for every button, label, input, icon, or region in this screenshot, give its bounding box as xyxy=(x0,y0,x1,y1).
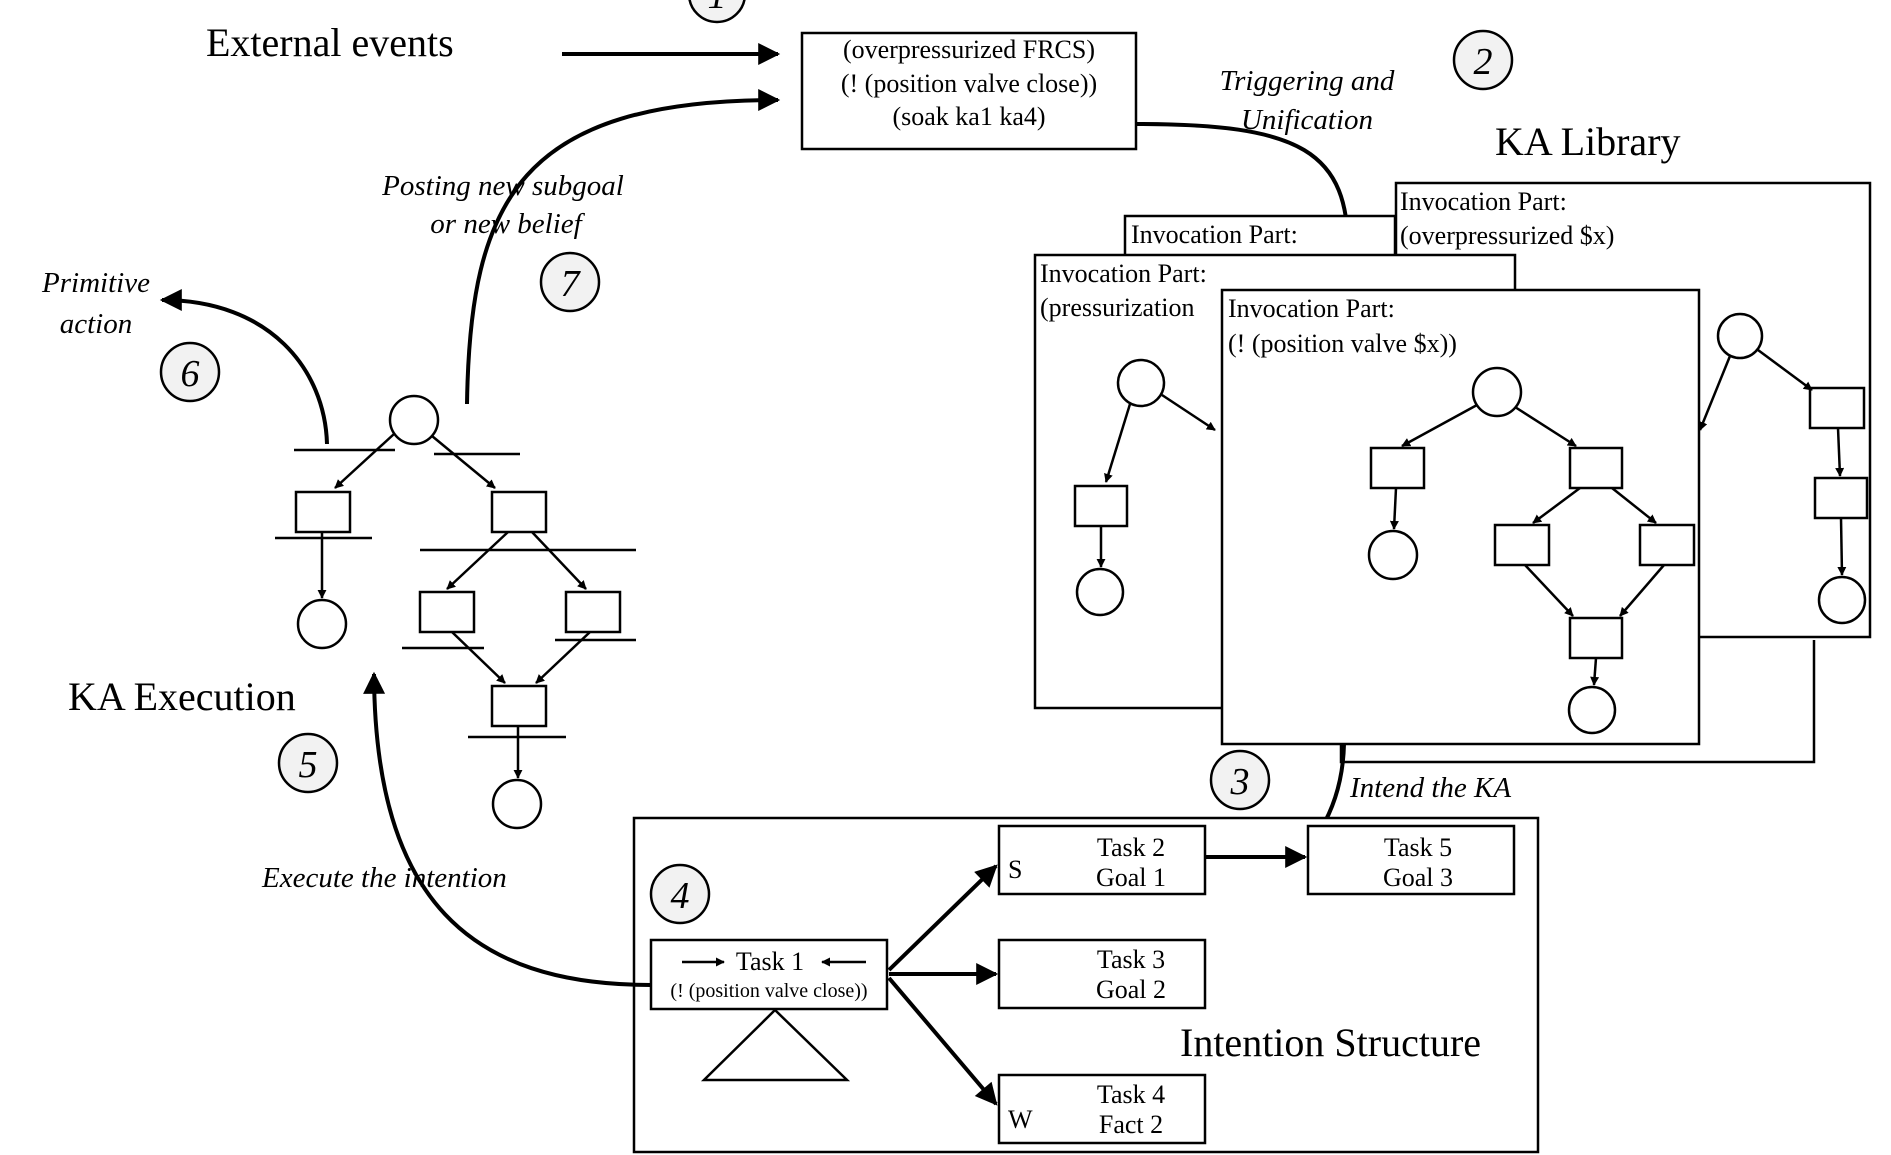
step-6-badge: 6 xyxy=(159,341,221,403)
task-2-name: Task 2 xyxy=(1097,833,1165,862)
svg-text:2: 2 xyxy=(1474,41,1493,83)
ka-execution-graph xyxy=(275,394,636,830)
task-5-box: Task 5 Goal 3 xyxy=(1306,824,1516,896)
primitive-action-label-2: action xyxy=(60,308,133,340)
ka-execution-label: KA Execution xyxy=(68,674,296,719)
task-1-name: Task 1 xyxy=(736,947,804,976)
execute-arrow xyxy=(363,671,652,987)
posting-label-1: Posting new subgoal xyxy=(381,170,624,202)
task-5-detail: Goal 3 xyxy=(1383,863,1453,892)
task-1-subtree-triangle xyxy=(700,1008,851,1082)
task-1-box: Task 1 (! (position valve close)) xyxy=(649,938,889,1011)
step-5-badge: 5 xyxy=(277,732,339,794)
task-4-detail: Fact 2 xyxy=(1099,1110,1163,1139)
event-line-2: (! (position valve close)) xyxy=(841,69,1097,98)
svg-text:1: 1 xyxy=(708,0,727,17)
event-box: (overpressurized FRCS) (! (position valv… xyxy=(800,31,1138,151)
task-2-tag: S xyxy=(1008,855,1022,884)
external-events-label: External events xyxy=(206,20,454,65)
step-4-badge: 4 xyxy=(649,863,711,925)
svg-text:Invocation Part:: Invocation Part: xyxy=(1228,294,1395,323)
task-4-tag: W xyxy=(1008,1105,1033,1134)
triggering-label-1: Triggering and xyxy=(1220,65,1395,97)
library-card-position-valve: Invocation Part: (! (position valve $x)) xyxy=(1220,288,1701,746)
task-3-name: Task 3 xyxy=(1097,945,1165,974)
task-1-detail: (! (position valve close)) xyxy=(670,980,867,1002)
svg-text:(! (position valve $x)): (! (position valve $x)) xyxy=(1228,329,1457,358)
task-2-box: S Task 2 Goal 1 xyxy=(997,824,1207,896)
task-3-detail: Goal 2 xyxy=(1096,975,1166,1004)
svg-text:Invocation Part:: Invocation Part: xyxy=(1040,259,1207,288)
primitive-action-arrow xyxy=(159,289,329,445)
task-4-name: Task 4 xyxy=(1097,1080,1165,1109)
svg-text:6: 6 xyxy=(181,353,200,395)
svg-text:Invocation Part:: Invocation Part: xyxy=(1400,187,1567,216)
svg-text:(overpressurized $x): (overpressurized $x) xyxy=(1400,221,1614,250)
task-2-detail: Goal 1 xyxy=(1096,863,1166,892)
step-2-badge: 2 xyxy=(1452,29,1514,91)
svg-text:7: 7 xyxy=(561,263,582,305)
step-1-badge: 1 xyxy=(688,0,746,24)
event-line-3: (soak ka1 ka4) xyxy=(892,102,1045,131)
event-line-1: (overpressurized FRCS) xyxy=(843,35,1095,64)
svg-text:4: 4 xyxy=(671,875,690,917)
task-3-box: Task 3 Goal 2 xyxy=(997,938,1207,1010)
triggering-label-2: Unification xyxy=(1241,104,1373,136)
intention-structure: Intention Structure 4 Task 1 (! (positio… xyxy=(632,816,1540,1154)
ka-library-label: KA Library xyxy=(1495,119,1681,164)
svg-text:3: 3 xyxy=(1230,761,1250,803)
primitive-action-label-1: Primitive xyxy=(41,267,150,299)
task-4-box: W Task 4 Fact 2 xyxy=(997,1073,1207,1145)
intention-structure-label: Intention Structure xyxy=(1180,1020,1481,1065)
svg-text:Invocation Part:: Invocation Part: xyxy=(1131,220,1298,249)
execute-intention-label: Execute the intention xyxy=(261,862,507,894)
step-7-badge: 7 xyxy=(539,251,601,313)
svg-text:(pressurization: (pressurization xyxy=(1040,293,1195,322)
posting-arrow xyxy=(465,89,781,405)
task-5-name: Task 5 xyxy=(1384,833,1452,862)
intend-ka-label: Intend the KA xyxy=(1349,772,1511,804)
svg-text:5: 5 xyxy=(299,744,318,786)
step-3-badge: 3 xyxy=(1209,749,1271,811)
posting-label-2: or new belief xyxy=(430,208,585,240)
